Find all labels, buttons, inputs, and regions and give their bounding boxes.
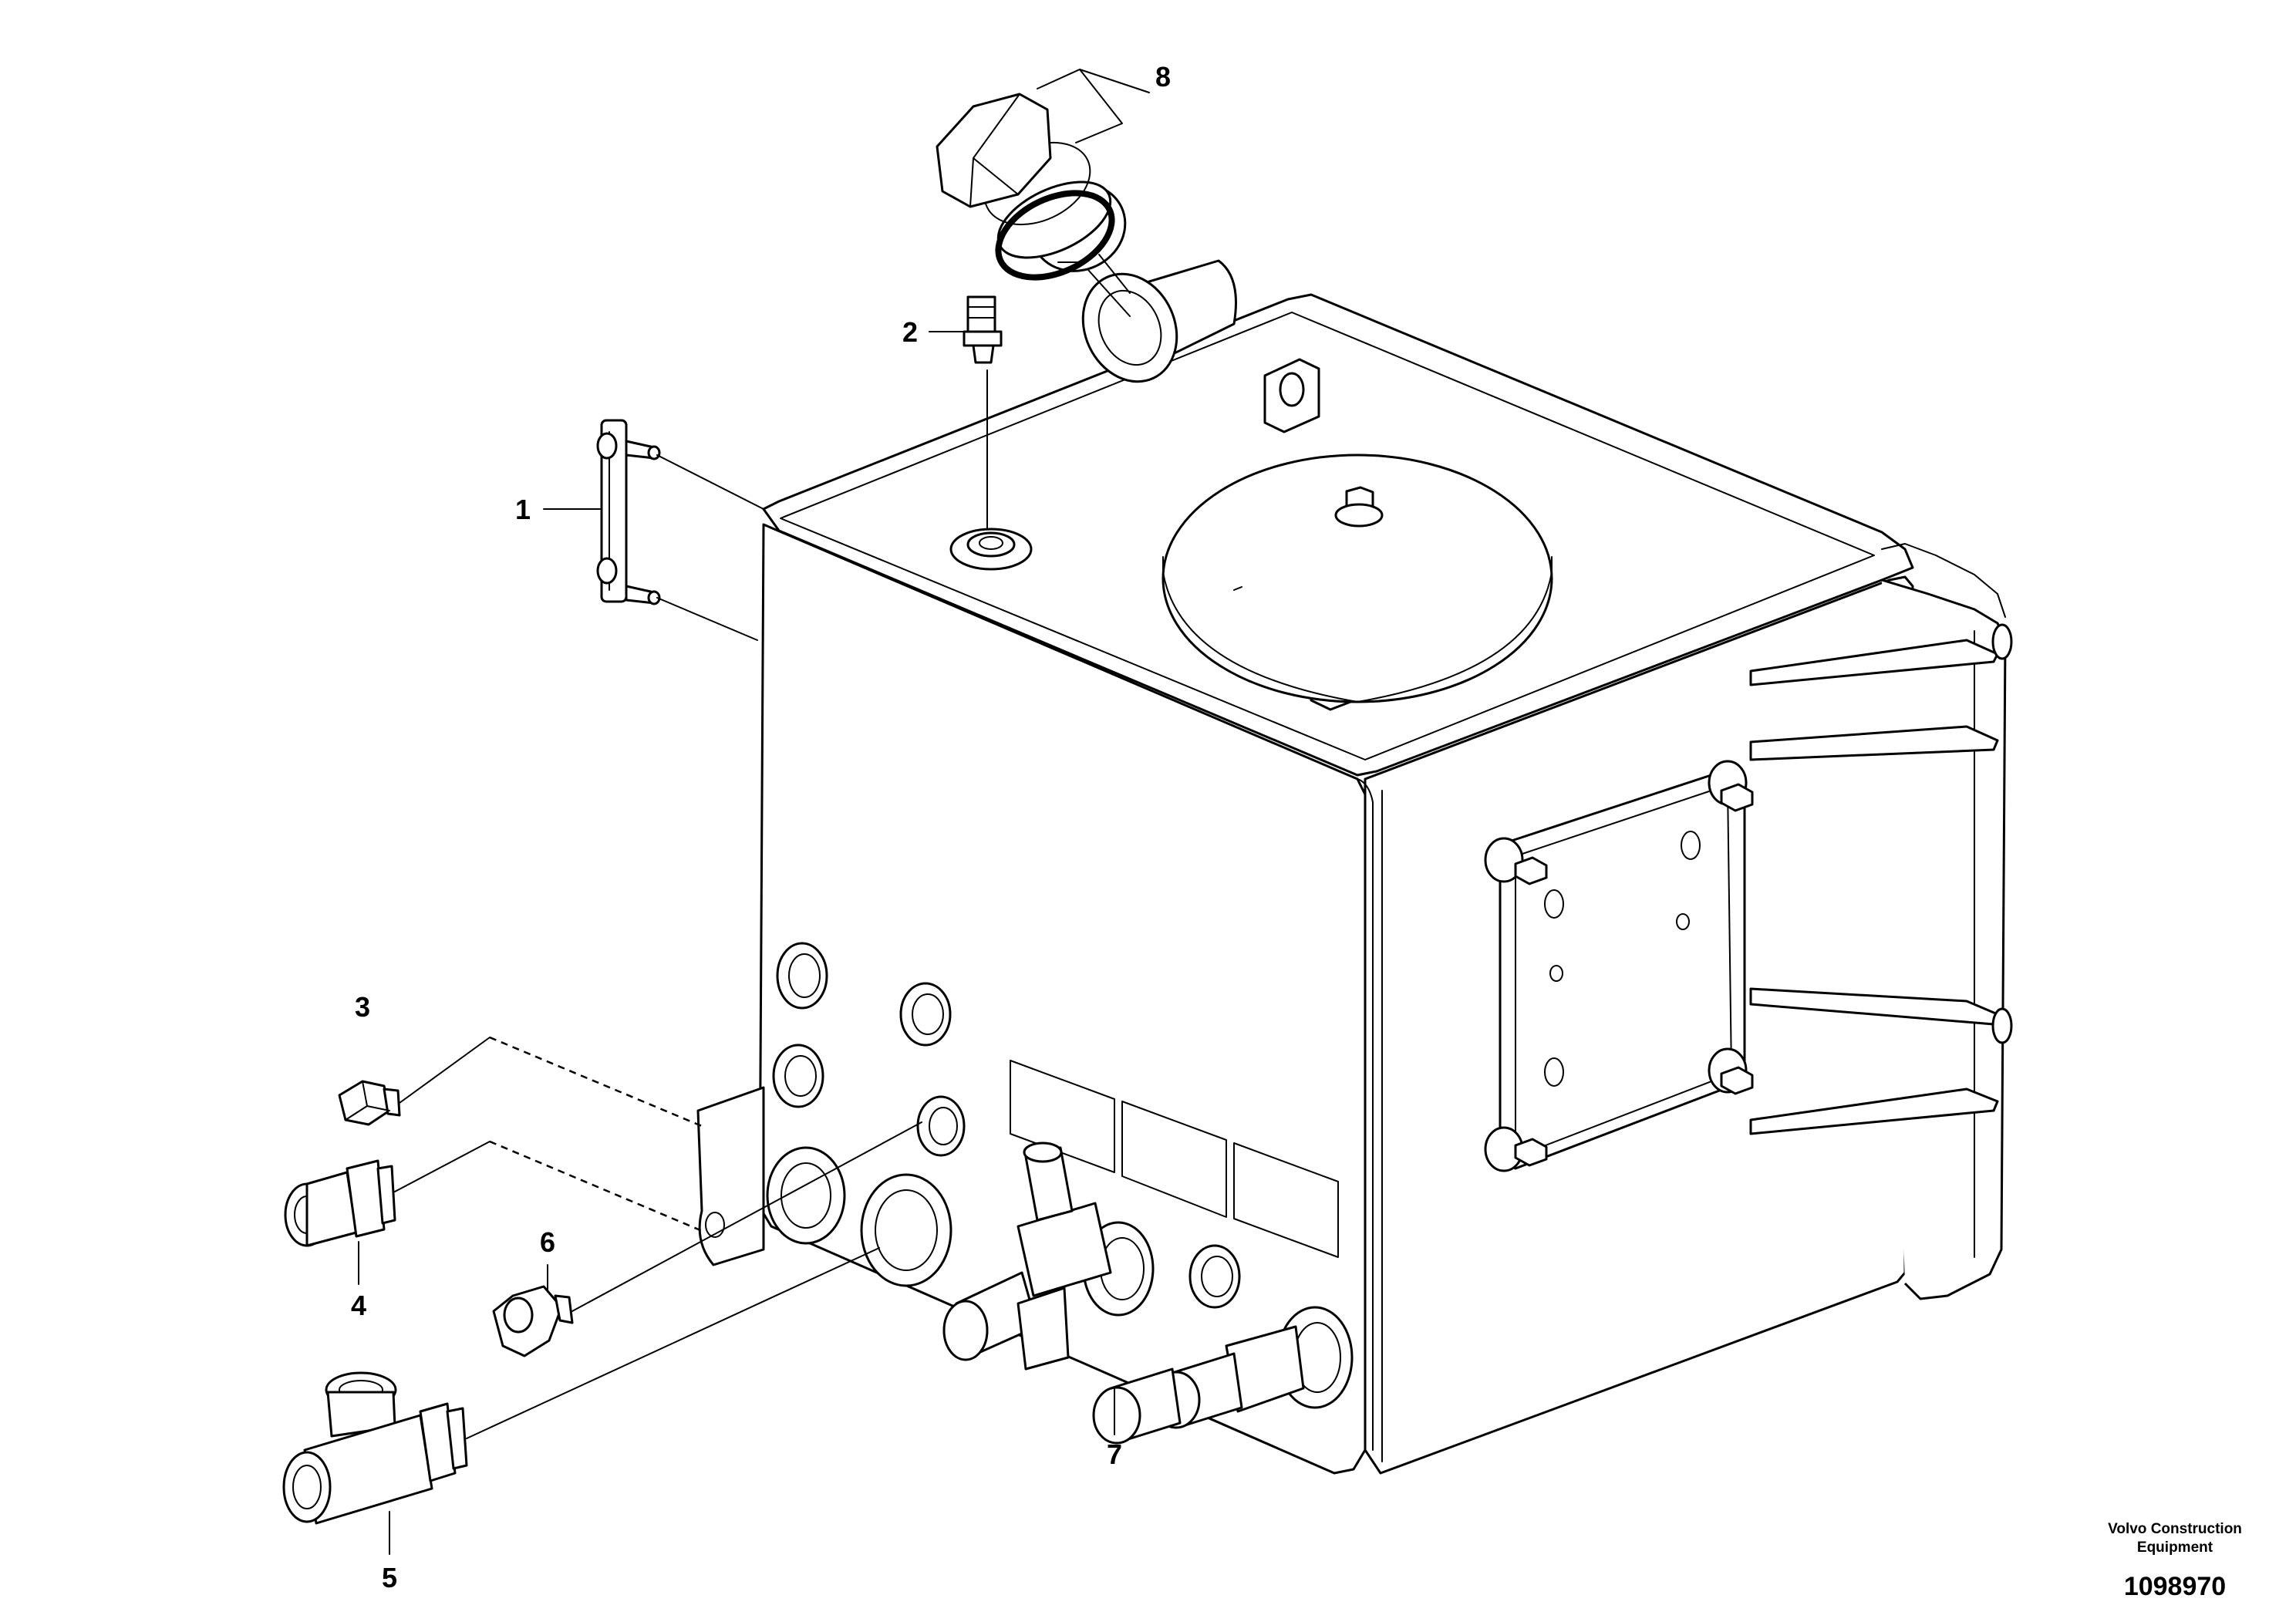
callout-8: 8 <box>1155 61 1171 93</box>
callout-1: 1 <box>515 494 531 525</box>
document-number: 1098970 <box>2124 1572 2226 1601</box>
elbow-part-6 <box>492 1121 922 1357</box>
plate-bolts <box>1484 760 1754 1172</box>
callout-3: 3 <box>355 991 370 1023</box>
callout-5: 5 <box>382 1562 397 1593</box>
breather-part-2 <box>949 295 1033 571</box>
callout-7: 7 <box>1107 1438 1122 1470</box>
callout-labels: 1 2 3 4 5 6 7 8 <box>351 61 1171 1593</box>
footer: Volvo Construction Equipment 1098970 <box>2108 1521 2242 1601</box>
tee-part-5 <box>282 1247 880 1555</box>
callout-2: 2 <box>902 316 918 348</box>
mounting-plate <box>1484 760 1754 1172</box>
fitting-part-4 <box>284 1140 701 1285</box>
top-cover <box>1161 454 1553 703</box>
sight-glass-part-1 <box>596 419 764 641</box>
mounted-tee-fitting <box>942 1141 1112 1371</box>
label-plates <box>1010 1060 1339 1258</box>
plug-part-3 <box>338 1036 703 1128</box>
callout-4: 4 <box>351 1290 366 1321</box>
tank-mounting-rail <box>1749 543 2013 1300</box>
hose-nipples-part-7 <box>1092 1306 1354 1445</box>
callout-6: 6 <box>540 1226 555 1258</box>
company-name-line1: Volvo Construction <box>2108 1521 2242 1537</box>
filler-plug-part-8 <box>936 69 1237 383</box>
leader-lines <box>543 331 1115 1435</box>
company-name-line2: Equipment <box>2137 1539 2213 1556</box>
